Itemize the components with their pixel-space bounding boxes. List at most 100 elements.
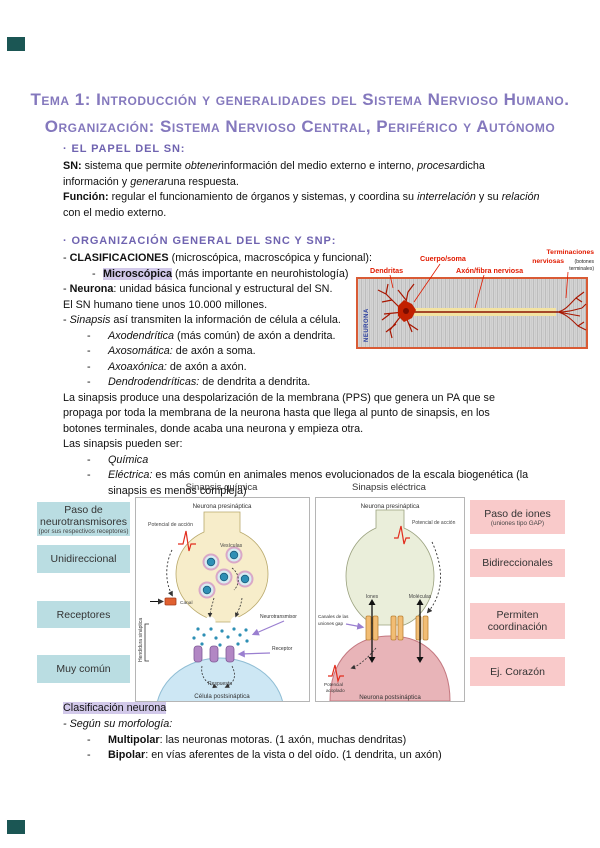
moleculas-label: Moléculas [409,594,432,600]
dash: - [63,314,70,326]
microscopica-rest: (más importante en neurohistología) [172,267,349,280]
neuron-leader-lines [389,263,569,309]
line-segun-morfologia: - Según su morfología: [63,717,173,730]
line-sinapsis: - Sinapsis así transmiten la información… [63,313,540,329]
funcion-text: regular el funcionamiento de órganos y s… [108,191,418,203]
potencial-acoplado-label-2: acoplado [326,688,345,693]
bullet-text: Axodendrítica (más común) de axón a dend… [108,329,540,345]
bullet-bipolar: - Bipolar: en vías aferentes de la vista … [63,748,553,764]
info-box-muy-comun: Muy común [37,655,130,683]
bullet-quimica: -Química [63,453,540,469]
chem-synapse-title: Sinapsis química [185,482,258,493]
info-box-label: Ej. Corazón [490,665,545,678]
funcion-text3: con el medio externo. [63,206,167,219]
paragraph-sn: SN: sistema que permite obtenerinformaci… [63,159,540,190]
cleft-bracket [144,623,149,662]
info-box-label: Unidireccional [50,553,117,565]
axosomatica-rest: de axón a soma. [172,345,256,357]
propagation-arrow [166,549,173,597]
neurotransmitter-pointer [251,620,285,636]
elec-synapse-title: Sinapsis eléctrica [352,482,426,493]
bipolar-rest: : en vías aferentes de la vista o del oí… [145,749,442,762]
bullet-microscopica: -Microscópica (más importante en neurohi… [63,267,540,283]
action-potential-spike [178,530,196,552]
neuron-label-dendritas: Dendritas [370,266,403,275]
info-box-permiten-coordinacion: Permiten coordinación [470,603,565,639]
electrica-italic: Eléctrica: [108,469,153,481]
hendidura-label: Hendidura sináptica [138,618,144,662]
bullet-axoaxonica: - Axoaxónica: de axón a axón. [63,360,540,376]
main-text: · EL PAPEL DEL SN: SN: sistema que permi… [63,142,540,499]
neurotransmisor-label: Neurotransmisor [260,614,297,620]
sn-italic-obtener: obtener [184,160,222,172]
dash: - [63,283,70,295]
clasificacion-heading: Clasificación neurona [63,701,553,717]
funcion-label: Función: [63,191,109,203]
bullet-text: Eléctrica: es más común en animales meno… [108,468,540,499]
microscopica-highlight: Microscópica [103,267,173,280]
section-heading-papel: · EL PAPEL DEL SN: [63,143,186,155]
canal-label: Canal [180,600,193,606]
neuron-label-axon: Axón/fibra nerviosa [456,266,524,275]
release-site [230,616,242,628]
bipolar-bold: Bipolar [108,749,146,762]
potencial-acoplado-label-1: Potencial [324,682,343,687]
neuron-image: NEURONA Dendritas Cuerpo/soma Axón/fibra… [356,249,594,349]
bullet-electrica: - Eléctrica: es más común en animales men… [63,468,540,499]
axodendritica-rest: (más común) de axón a dendrita. [174,329,336,342]
axon-terminals [557,291,587,331]
receptors [193,645,235,663]
canales-gap-label-2: uniones gap [318,621,343,626]
vesicle-movement-arrows [207,567,243,618]
neurona-side-label: NEURONA [364,308,370,342]
bullet-dash: - [87,360,91,373]
bullet-dash: - [87,749,91,762]
bullet-multipolar: - Multipolar: las neuronas motoras. (1 ax… [63,733,553,749]
funcion-italic-relacion: relación [501,191,540,203]
respuesta-label: Respuesta [208,681,232,687]
bullet-dash: - [87,345,91,357]
electrical-synapse-diagram: Neurona presináptica Potencial de acción… [315,497,465,702]
line-clasificaciones: - CLASIFICACIONES (microscópica, macrosc… [63,251,540,267]
chemical-synapse-diagram: Neurona presináptica Potencial de acción… [135,497,310,769]
bullet-dendrodendriticas: -Dendrodendríticas: de dendrita a dendri… [63,375,540,391]
bullet-text: Microscópica (más importante en neurohis… [103,267,540,283]
bullet-text: Multipolar: las neuronas motoras. (1 axó… [108,733,553,749]
bullet-dash: - [87,469,91,481]
sinapsis-rest: así transmiten la información de célula … [110,314,341,326]
iones-label: Iones [366,594,379,600]
corner-mark-top [7,37,25,51]
bullet-text: Dendrodendríticas: de dendrita a dendrit… [108,375,540,391]
line-las-sinapsis: Las sinapsis pueden ser: [63,438,183,450]
axoaxonica-italic: Axoaxónica: [108,360,167,373]
neurona-bold: Neurona [69,283,114,295]
info-box-paso-neurotransmisores: Paso de neurotransmisores (por sus respe… [37,502,130,536]
info-box-receptores: Receptores [37,601,130,628]
page-title-line1: Tema 1: Introducción y generalidades del… [30,90,570,109]
info-box-bidireccionales: Bidireccionales [470,549,565,577]
info-box-unidireccional: Unidireccional [37,545,130,573]
bullet-dash: - [87,733,91,746]
botones-line1: (botones [575,259,595,265]
postsynaptic-neuron [329,635,451,702]
elec-bottom-label: Neurona postsináptica [359,694,421,701]
synapse-figure: Sinapsis química Sinapsis eléctrica Paso… [0,480,600,769]
paragraph-sinapsis-desc: La sinapsis produce una despolarización … [63,391,495,435]
bullet-axosomatica: -Axosomática: de axón a soma. [63,344,540,360]
ion-flow-arrows [371,604,421,658]
action-potential-spike [394,525,410,545]
neuron-label-terminaciones: Terminaciones nerviosas (botones termina… [532,249,594,272]
bullet-text: Axoaxónica: de axón a axón. [108,360,540,376]
canales-gap-label-1: Canales de las [318,614,349,619]
vesicles [198,546,254,599]
dash: - [63,252,70,264]
axodendritica-italic: Axodendrítica [108,329,175,342]
botones-line2: terminales) [569,266,594,272]
line-neurona: - Neurona: unidad básica funcional y est… [63,282,540,298]
clasificaciones-bold: CLASIFICACIONES [69,252,169,264]
multipolar-bold: Multipolar [108,733,160,746]
info-box-sublabel: (por sus respectivos receptores) [38,527,129,535]
bullet-dash: - [87,453,91,466]
receptor-label: Receptor [272,646,293,652]
